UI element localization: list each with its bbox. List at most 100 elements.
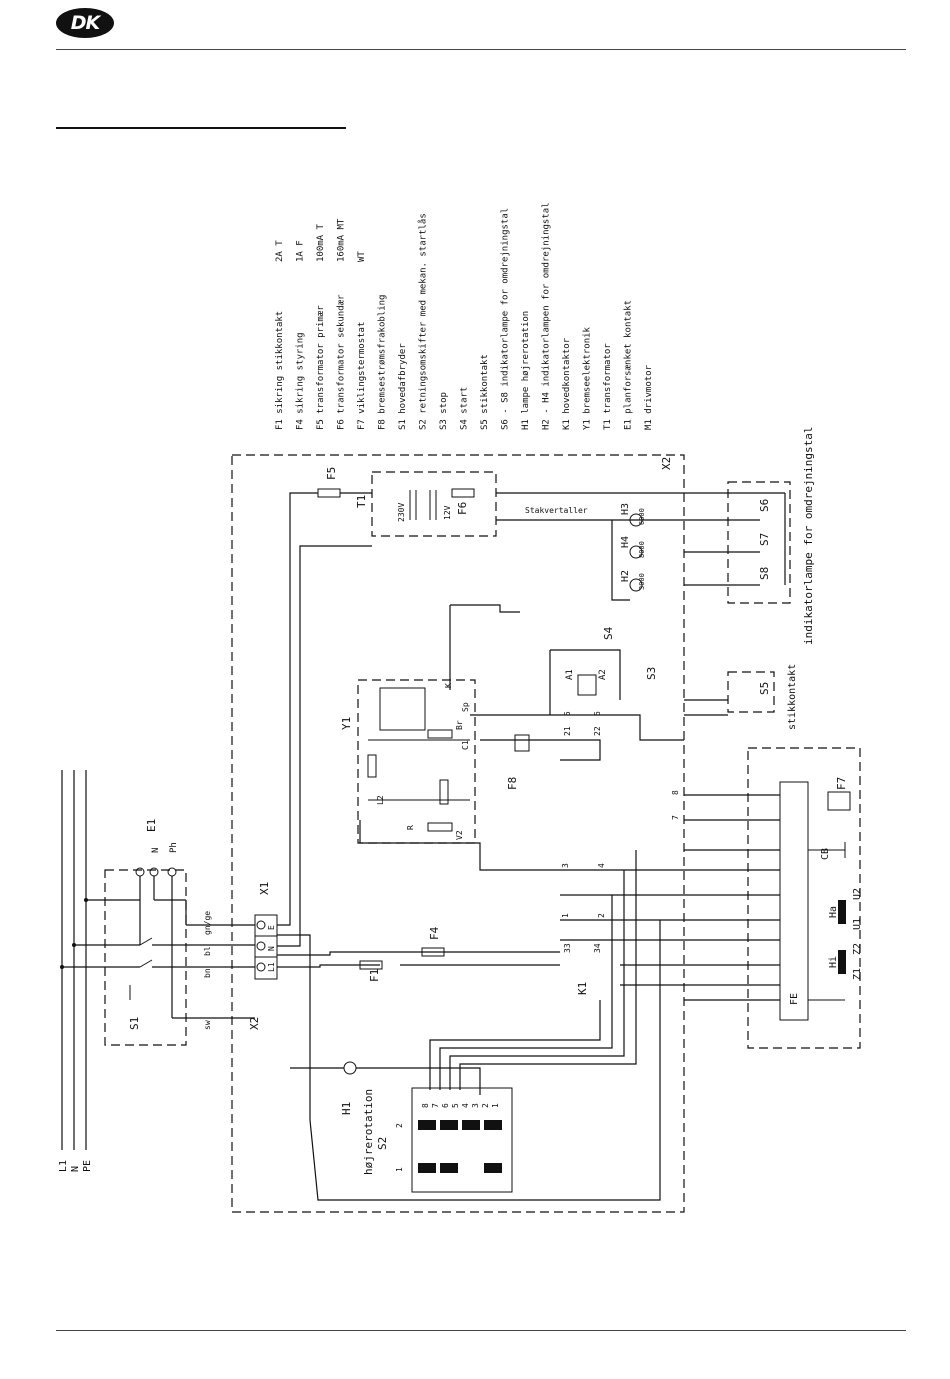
motor-terminal-strip <box>779 781 809 1021</box>
legend-rating: 100mA T <box>316 223 326 262</box>
contact-number: 8 <box>671 790 680 795</box>
contact-number: 34 <box>593 943 602 953</box>
diagram-labels: E1S1X1X2X2F1F4F5F6F7F8T1Y1S3S4S5S6S7S8H1… <box>58 426 863 1175</box>
contact-number: 7 <box>671 815 680 820</box>
f6-fuse <box>451 488 475 498</box>
label-230v: 230V <box>397 503 406 522</box>
legend-item: S3 stop <box>439 392 449 430</box>
y1-resistor <box>427 729 453 739</box>
label-f7: F7 <box>835 777 848 790</box>
footer-rule <box>56 1330 906 1331</box>
y1-terminal-label: K <box>444 683 453 688</box>
label-n: N <box>151 848 161 853</box>
label-h1: H1 <box>340 1102 353 1115</box>
label-rpm-h3: 6000 <box>638 508 646 525</box>
legend-rating: 160mA MT <box>337 218 347 262</box>
label-e1: E1 <box>145 819 158 832</box>
f7-thermostat <box>827 791 851 811</box>
label-f8: F8 <box>506 777 519 790</box>
legend-item: F5 transformator primær <box>316 305 326 430</box>
label-s6: S6 <box>758 499 771 512</box>
y1-terminal-label: L2 <box>376 795 385 805</box>
label-t1: T1 <box>355 495 368 508</box>
legend-item: E1 planforsænket kontakt <box>624 300 634 430</box>
dk-logo: DK <box>56 8 114 38</box>
s5-box <box>727 671 775 713</box>
legend-item: T1 transformator <box>603 343 613 430</box>
contact-number: 33 <box>563 943 572 953</box>
h2-lamp <box>629 578 643 592</box>
label-bn: bn <box>203 968 212 978</box>
header-rule <box>56 49 906 50</box>
s2-pin-label: 2 <box>481 1103 490 1108</box>
legend-rating: 1A F <box>296 240 306 262</box>
supply-label: PE <box>82 1160 93 1172</box>
label-ph: Ph <box>169 842 179 853</box>
legend-item: F6 transformator sekundær <box>337 294 347 430</box>
label-stakvertaller: Stakvertaller <box>525 506 588 515</box>
housing-outline <box>231 454 685 1213</box>
s2-pin-label: 6 <box>441 1103 450 1108</box>
legend-item: F7 viklingstermostat <box>357 322 367 430</box>
x1-terminal-label: L1 <box>267 962 276 972</box>
supply-label: L1 <box>58 1160 69 1172</box>
x1-terminal-label: N <box>267 946 276 951</box>
f4-fuse <box>421 947 445 957</box>
label-k1: K1 <box>576 982 589 995</box>
legend-item: F1 sikring stikkontakt <box>275 311 285 430</box>
label-sw: sw <box>203 1020 212 1030</box>
s2-switch-body <box>411 1087 513 1193</box>
s2-pin-label: 8 <box>421 1103 430 1108</box>
legend-item: F8 bremsestrømsfrakobling <box>378 295 388 430</box>
f8-element <box>514 734 530 752</box>
label-s5: S5 <box>758 682 771 695</box>
label-s2: S2 <box>376 1137 389 1150</box>
legend-item: K1 hovedkontaktor <box>562 337 572 430</box>
label-h3: H3 <box>620 503 631 515</box>
s2-pin-label: 4 <box>461 1103 470 1108</box>
supply-label: N <box>70 1166 81 1172</box>
h1-lamp <box>343 1061 357 1075</box>
section-heading-underline <box>56 127 346 129</box>
s2-pin-label: 5 <box>451 1103 460 1108</box>
label-s8: S8 <box>758 567 771 580</box>
e1-box <box>104 869 187 1046</box>
x1-terminal-label: E <box>267 925 276 930</box>
h4-lamp <box>629 545 643 559</box>
label-rpm-h2: 3000 <box>638 573 646 590</box>
legend-item: S4 start <box>460 387 470 430</box>
legend-rating: WT <box>357 251 367 262</box>
label-u1: U1 <box>852 918 863 930</box>
s2-side-label: 2 <box>395 1123 404 1128</box>
motor-box <box>747 747 861 1049</box>
legend-item: S5 stikkontakt <box>480 354 490 430</box>
label-f5: F5 <box>325 467 338 480</box>
contact-number: 4 <box>597 863 606 868</box>
contact-number: 1 <box>561 913 570 918</box>
label-x2-bottom: X2 <box>248 1017 261 1030</box>
y1-isr-box <box>379 687 426 731</box>
x1-terminal-block <box>254 914 278 980</box>
y1-terminal-label: Sp <box>461 702 470 712</box>
label-hi: Hi <box>828 956 839 968</box>
f5-fuse <box>317 488 341 498</box>
label-stikkontakt: stikkontakt <box>787 664 798 730</box>
label-ha: Ha <box>828 906 839 918</box>
legend-item: Y1 bremseelektronik <box>583 326 593 430</box>
y1-terminal-label: R <box>406 825 415 830</box>
y1-terminal-label: Br <box>455 720 464 730</box>
label-h4: H4 <box>620 536 631 548</box>
label-x1: X1 <box>258 882 271 895</box>
label-a1: A1 <box>565 669 575 680</box>
label-u2: U2 <box>852 888 863 900</box>
legend-item: S1 hovedafbryder <box>398 343 408 430</box>
k1-coil <box>577 674 597 696</box>
y1-terminal-label: V2 <box>455 830 464 840</box>
h3-lamp <box>629 513 643 527</box>
contact-number: 2 <box>597 913 606 918</box>
s2-pin-label: 7 <box>431 1103 440 1108</box>
legend-item: S2 retningsomskifter med mekan. startlås <box>418 213 429 430</box>
label-f1: F1 <box>368 969 381 982</box>
